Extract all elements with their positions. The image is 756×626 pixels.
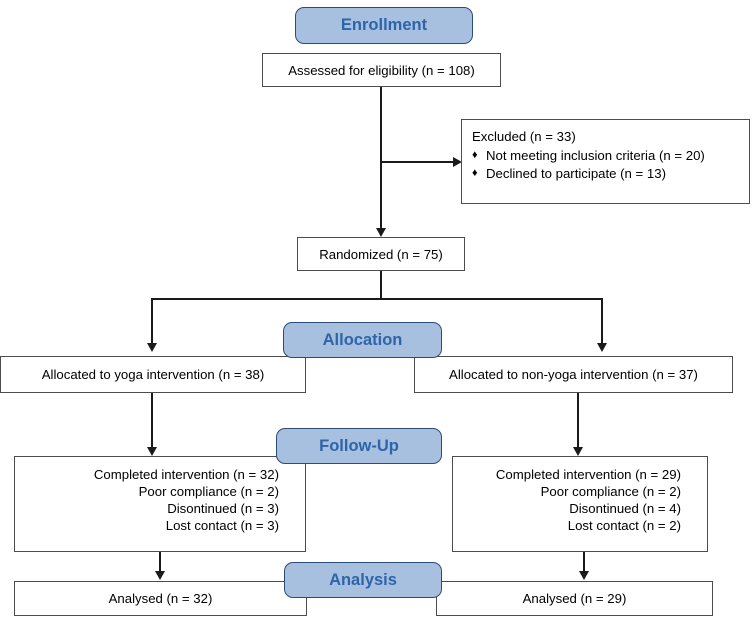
arrow-into-analysis-left <box>154 571 165 580</box>
stage-label-enrollment: Enrollment <box>340 16 428 34</box>
randomized-box: Randomized (n = 75) <box>297 237 465 271</box>
stage-banner-followup: Follow-Up <box>276 428 442 464</box>
connector-followup-left-to-analysis <box>159 552 161 576</box>
allocation-right-box: Allocated to non-yoga intervention (n = … <box>414 356 733 393</box>
connector-to-excluded <box>381 161 456 163</box>
allocation-right-text: Allocated to non-yoga intervention (n = … <box>449 367 698 382</box>
followup-left-line: Disontinued (n = 3) <box>167 501 279 516</box>
stage-label-followup: Follow-Up <box>319 436 399 455</box>
followup-left-line: Lost contact (n = 3) <box>165 518 279 533</box>
analysis-right-box: Analysed (n = 29) <box>436 581 713 616</box>
stage-banner-allocation: Allocation <box>283 322 442 358</box>
allocation-left-box: Allocated to yoga intervention (n = 38) <box>0 356 306 393</box>
arrow-into-randomized <box>375 228 386 237</box>
arrow-into-allocation-right <box>596 343 607 352</box>
followup-left-line: Completed intervention (n = 32) <box>93 467 279 482</box>
connector-allocation-split <box>152 298 602 300</box>
diamond-bullet-icon: ♦ <box>472 167 478 179</box>
assessed-for-eligibility-box: Assessed for eligibility (n = 108) <box>262 53 501 87</box>
analysis-right-text: Analysed (n = 29) <box>522 591 627 606</box>
assessed-for-eligibility-text: Assessed for eligibility (n = 108) <box>288 62 475 78</box>
connector-followup-right-to-analysis <box>583 552 585 576</box>
arrow-into-allocation-left <box>146 343 157 352</box>
arrow-into-excluded <box>453 156 462 167</box>
connector-allocation-left-drop <box>151 298 153 346</box>
connector-allocation-right-to-followup <box>577 393 579 450</box>
stage-banner-analysis: Analysis <box>284 562 442 598</box>
arrow-into-analysis-right <box>578 571 589 580</box>
excluded-reason-text: Not meeting inclusion criteria (n = 20) <box>486 148 705 163</box>
connector-assessed-to-randomized <box>380 87 382 232</box>
followup-right-line: Poor compliance (n = 2) <box>540 484 681 499</box>
followup-left-line: Poor compliance (n = 2) <box>138 484 279 499</box>
excluded-title: Excluded (n = 33) <box>472 129 576 144</box>
stage-banner-enrollment: Enrollment <box>295 7 473 44</box>
connector-randomized-down <box>380 271 382 299</box>
connector-allocation-right-drop <box>601 298 603 346</box>
followup-right-line: Lost contact (n = 2) <box>567 518 681 533</box>
diamond-bullet-icon: ♦ <box>472 149 478 161</box>
analysis-left-box: Analysed (n = 32) <box>14 581 307 616</box>
stage-label-allocation: Allocation <box>322 330 403 349</box>
followup-right-line: Disontinued (n = 4) <box>569 501 681 516</box>
stage-label-analysis: Analysis <box>329 570 397 589</box>
analysis-left-text: Analysed (n = 32) <box>108 591 213 606</box>
excluded-reason-item: ♦ Not meeting inclusion criteria (n = 20… <box>472 147 749 164</box>
followup-right-box: Completed intervention (n = 29) Poor com… <box>452 456 708 552</box>
excluded-reason-text: Declined to participate (n = 13) <box>486 166 666 181</box>
connector-allocation-left-to-followup <box>151 393 153 450</box>
followup-right-line: Completed intervention (n = 29) <box>495 467 681 482</box>
excluded-box: Excluded (n = 33) ♦ Not meeting inclusio… <box>461 119 750 204</box>
excluded-reason-item: ♦ Declined to participate (n = 13) <box>472 165 749 182</box>
followup-left-box: Completed intervention (n = 32) Poor com… <box>14 456 306 552</box>
randomized-text: Randomized (n = 75) <box>319 246 443 262</box>
arrow-into-followup-right <box>572 447 583 456</box>
allocation-left-text: Allocated to yoga intervention (n = 38) <box>41 367 265 382</box>
arrow-into-followup-left <box>146 447 157 456</box>
